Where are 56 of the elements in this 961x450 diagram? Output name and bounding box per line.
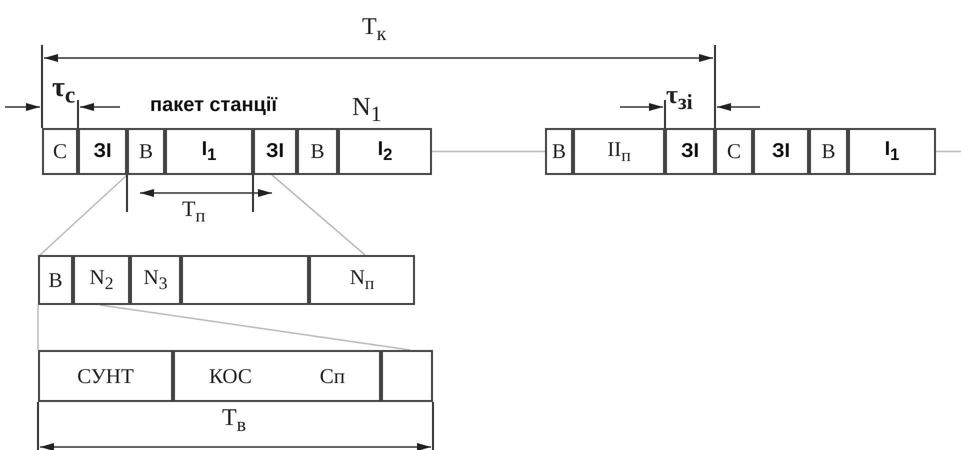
frame-cell [127, 128, 165, 175]
cell-label: С [726, 139, 741, 164]
frame-cell [715, 128, 753, 175]
frame-cell [173, 350, 381, 402]
frame-cell [381, 350, 433, 402]
cell-label: ЗІ [93, 140, 112, 163]
caption-label: пакет станції [150, 94, 278, 117]
cell-label: В [552, 139, 566, 164]
dimension-label: T$_{в}$ [222, 405, 246, 437]
frame-cell [309, 255, 415, 305]
frame-cell [848, 128, 936, 175]
cell-label: В [310, 139, 324, 164]
frame-cell [753, 128, 809, 175]
frame-cell [545, 128, 573, 175]
cell-label: ЗІ [266, 140, 284, 163]
frame-cell [338, 128, 432, 175]
projection-line [100, 304, 410, 351]
dimension-label: T$_{п}$ [182, 196, 206, 226]
frame-cell [165, 128, 253, 175]
cell-label: N$_{3}$ [144, 265, 168, 295]
cell-label: І$_{2}$ [378, 138, 392, 165]
frame-cell [253, 128, 297, 175]
cell-label: N$_{2}$ [90, 265, 114, 295]
frame-cell [181, 255, 309, 305]
frame-cell [130, 255, 181, 305]
frame-cell [78, 128, 127, 175]
cell-label: С [52, 139, 67, 164]
cell-label: Сп [320, 364, 346, 388]
frame-cell [573, 128, 665, 175]
cell-label: СУНТ [77, 364, 134, 388]
cell-label: II$_{п}$ [607, 136, 631, 166]
cell-label: ЗІ [680, 140, 700, 163]
dimension-label: τ$_{с}$ [52, 72, 76, 110]
connecting-line [432, 150, 545, 152]
cell-label: В [821, 139, 836, 164]
projection-line [40, 174, 128, 256]
dimension-label: N$_{1}$ [352, 92, 382, 128]
cell-label: КОС [208, 364, 252, 388]
frame-cell [665, 128, 715, 175]
cell-label: В [138, 139, 153, 164]
cell-label: ЗІ [772, 140, 790, 163]
frame-cell [38, 255, 73, 305]
projection-line [37, 305, 39, 350]
frame-cell [42, 128, 78, 175]
frame-cell [73, 255, 130, 305]
frame-cell [297, 128, 338, 175]
frame-cell [809, 128, 848, 175]
cell-label: І$_{1}$ [202, 138, 216, 165]
cell-label: В [48, 268, 62, 292]
projection-line [272, 174, 366, 256]
dimension-label: τ$_{зі}$ [666, 80, 693, 116]
cell-label: N$_{п}$ [350, 265, 374, 295]
dimension-label: T$_{к}$ [362, 14, 386, 46]
cell-label: І$_{1}$ [884, 138, 900, 165]
frame-cell [38, 350, 173, 402]
connecting-line [936, 150, 961, 152]
